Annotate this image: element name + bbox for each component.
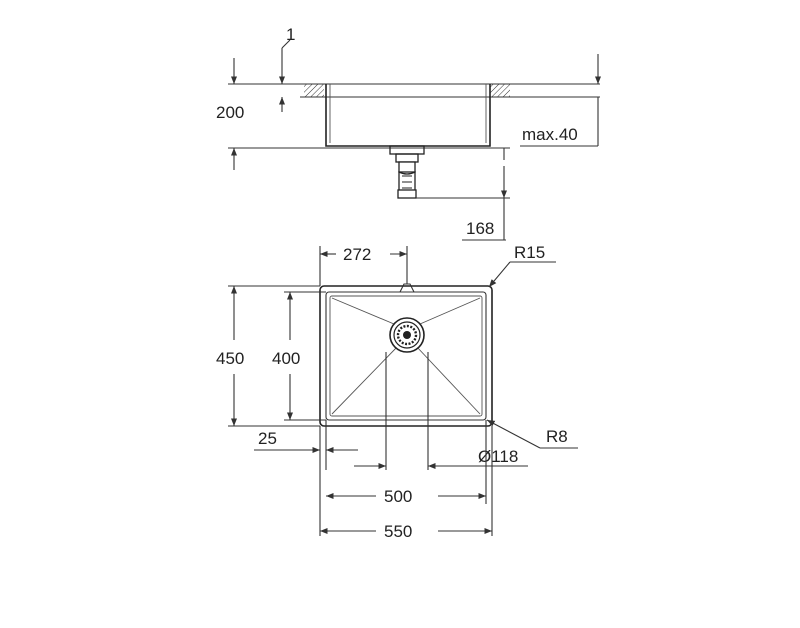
dim-inner-corner-radius: R8	[546, 427, 568, 446]
drain-fitting	[389, 145, 425, 199]
rim-hatch-left	[304, 84, 324, 97]
dim-rim-width: 25	[258, 429, 277, 448]
dim-drain-diameter: Ø118	[478, 447, 518, 466]
dim-inner-width: 500	[384, 487, 412, 506]
drain-strainer	[389, 317, 425, 353]
dim-outer-corner-radius: R15	[514, 243, 545, 262]
dim-drain-depth: 168	[466, 219, 494, 238]
top-view: 272 R15 450 400 25 R8 Ø118	[216, 243, 578, 541]
basin-profile	[325, 84, 491, 147]
outer-rim	[319, 285, 493, 427]
dim-rim-thickness: 1	[286, 25, 295, 44]
dim-height: 200	[216, 103, 244, 122]
side-view: 1 200 max.40 168	[216, 25, 602, 241]
dim-inner-depth: 400	[272, 349, 300, 368]
dim-max-countertop: max.40	[522, 125, 578, 144]
dim-drain-offset: 272	[343, 245, 371, 264]
dim-outer-depth: 450	[216, 349, 244, 368]
rim-hatch-right	[490, 84, 510, 97]
dim-outer-width: 550	[384, 522, 412, 541]
